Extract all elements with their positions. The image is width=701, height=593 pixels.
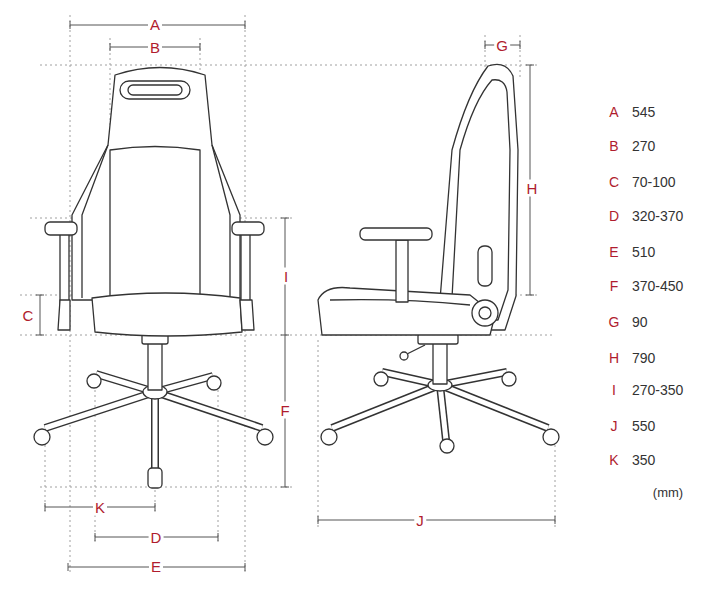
table-letter: A [607,104,620,120]
table-value: 270 [630,138,657,154]
dimension-letter: B [148,39,162,56]
table-value: 350 [630,452,657,468]
table-value: 70-100 [630,174,678,190]
dimension-letter: K [93,499,107,516]
dimension-letter: G [494,37,510,54]
table-letter: K [607,452,620,468]
dimension-lines [36,21,555,571]
dimension-letter: D [149,529,164,546]
table-value: 90 [630,314,650,330]
dimension-letter: C [21,307,36,324]
table-value: 320-370 [630,208,685,224]
table-value: 510 [630,244,657,260]
dimension-letter: A [148,16,162,33]
table-value: 545 [630,104,657,120]
table-letter: D [607,208,621,224]
unit-note: (mm) [651,485,685,500]
table-value: 550 [630,418,657,434]
table-letter: H [607,350,621,366]
dimension-letter: E [149,558,163,575]
front-view [34,68,273,489]
table-letter: J [609,418,620,434]
dimension-letter: J [414,512,426,529]
table-letter: I [610,382,618,398]
table-letter: B [607,138,620,154]
table-letter: F [608,278,621,294]
table-value: 370-450 [630,278,685,294]
dimension-letter: I [282,268,290,285]
table-letter: G [607,314,622,330]
table-value: 790 [630,350,657,366]
table-value: 270-350 [630,382,685,398]
table-letter: C [607,174,621,190]
table-letter: E [607,244,620,260]
dimension-letter: H [525,180,540,197]
side-view [318,64,559,453]
extension-lines [20,15,555,575]
dimension-letter: F [278,402,291,419]
